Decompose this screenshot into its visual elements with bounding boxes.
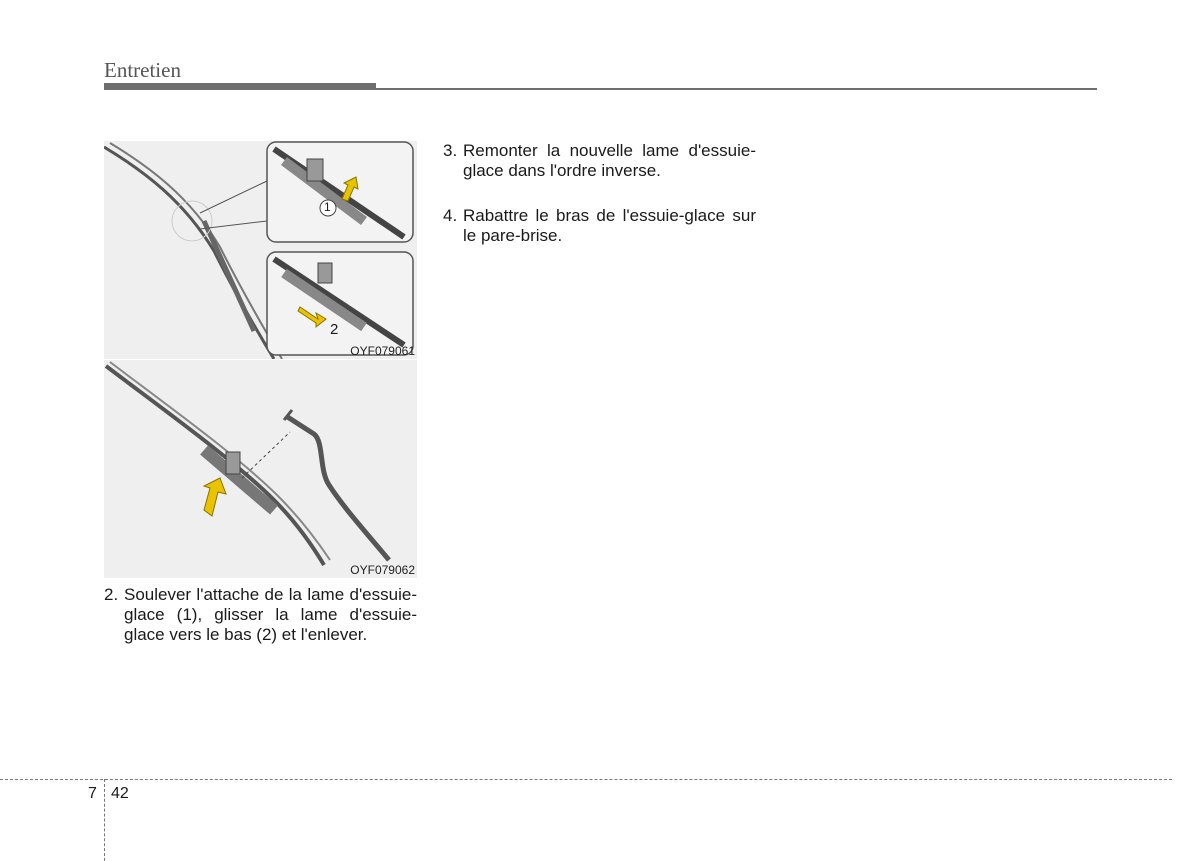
step-number: 2. [104,585,119,604]
page-number: 42 [111,785,129,802]
header-rule-thick [104,83,376,90]
step-text: Remonter la nouvelle lame d'essuie-glace… [463,141,756,180]
figure-remove-blade: 1 2 OYF079061 [104,141,417,359]
step-3: 3. Remonter la nouvelle lame d'essuie-gl… [443,141,756,181]
figure-code: OYF079062 [350,563,415,577]
figure-code: OYF079061 [350,344,415,358]
footer-divider [104,779,105,861]
step-2: 2. Soulever l'attache de la lame d'essui… [104,585,417,645]
chapter-number: 7 [88,785,97,802]
wiper-illustration-remove [104,141,414,359]
callout-1: 1 [324,200,331,214]
step-number: 4. [443,206,458,225]
section-title: Entretien [104,58,181,82]
figure-detach-blade: OYF079062 [104,360,417,578]
wiper-illustration-detach [104,361,391,567]
step-text: Rabattre le bras de l'essuie-glace sur l… [463,206,756,245]
footer-rule [0,779,1172,780]
step-number: 3. [443,141,458,160]
step-4: 4. Rabattre le bras de l'essuie-glace su… [443,206,756,246]
header-rule-thin [376,88,1097,90]
callout-2: 2 [330,321,339,338]
step-text: Soulever l'attache de la lame d'essuie-g… [124,585,417,644]
